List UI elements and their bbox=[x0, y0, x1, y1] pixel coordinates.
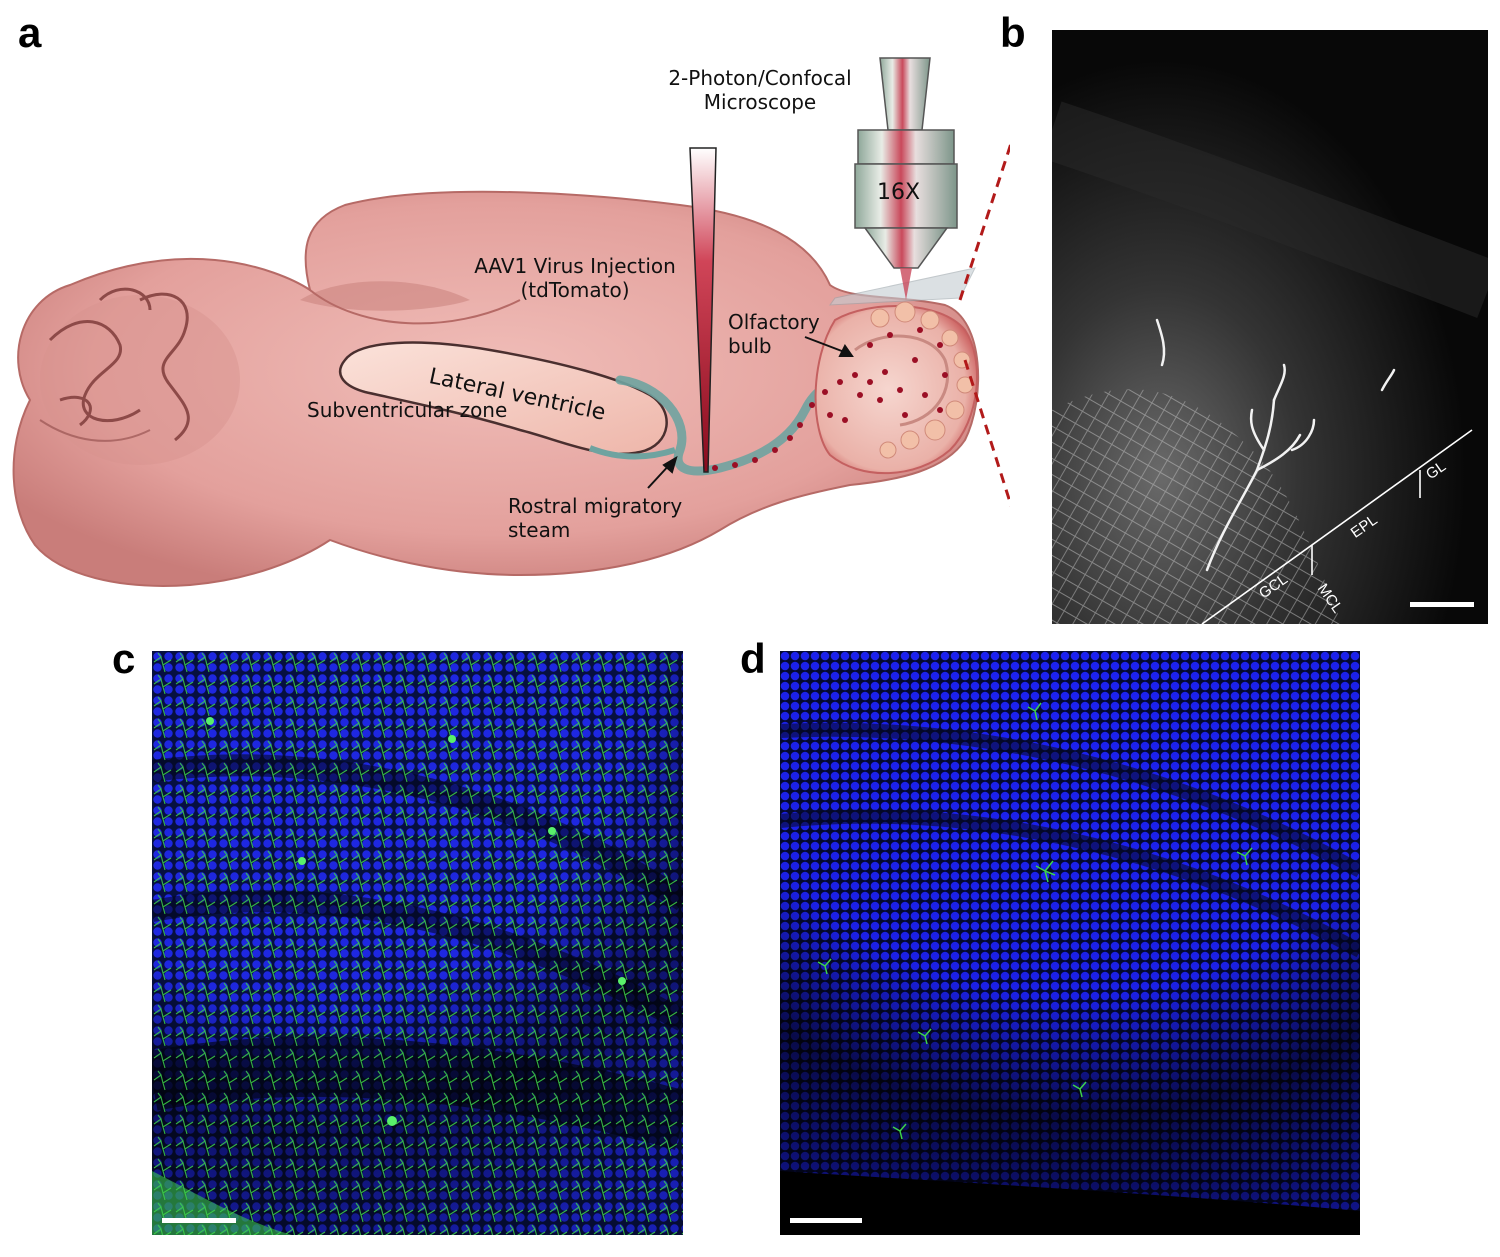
panel-b-micrograph: GCL MCL EPL GL bbox=[1052, 30, 1488, 624]
rms-label: Rostral migratory steam bbox=[508, 494, 682, 542]
injection-label-line2: (tdTomato) bbox=[520, 278, 630, 302]
injection-label-line1: AAV1 Virus Injection bbox=[474, 254, 676, 278]
rms-label-line2: steam bbox=[508, 518, 571, 542]
subventricular-zone-label: Subventricular zone bbox=[307, 398, 508, 422]
panel-b-letter: b bbox=[1000, 9, 1026, 56]
panel-d-micrograph bbox=[780, 651, 1360, 1235]
microscope-label-line1: 2-Photon/Confocal bbox=[668, 66, 852, 90]
olfactory-bulb-label-line2: bulb bbox=[728, 334, 772, 358]
lateral-ventricle-shape bbox=[339, 341, 668, 456]
scale-bar-c bbox=[162, 1218, 236, 1223]
panel-d-letter: d bbox=[740, 635, 766, 682]
rms-label-line1: Rostral migratory bbox=[508, 494, 683, 518]
objective-magnification-label: 16X bbox=[877, 180, 921, 205]
microscope-label-line2: Microscope bbox=[703, 90, 817, 114]
panel-b-image bbox=[1052, 30, 1488, 624]
microscope-objective-icon bbox=[854, 57, 958, 300]
rostral-migratory-stream bbox=[615, 375, 855, 476]
olfactory-bulb-label-line1: Olfactory bbox=[728, 310, 820, 334]
injection-needle bbox=[689, 147, 717, 473]
injection-label: AAV1 Virus Injection (tdTomato) bbox=[440, 254, 710, 302]
scale-bar-d bbox=[790, 1218, 862, 1223]
panel-c-micrograph bbox=[152, 651, 683, 1235]
panel-c-letter: c bbox=[112, 635, 136, 682]
scale-bar-b bbox=[1410, 602, 1474, 607]
microscope-label: 2-Photon/Confocal Microscope bbox=[645, 66, 875, 114]
neuron-dendrite bbox=[1155, 318, 1396, 572]
brain-sagittal-diagram bbox=[12, 57, 1010, 587]
panel-a-letter: a bbox=[18, 9, 42, 56]
olfactory-bulb-label: Olfactory bulb bbox=[728, 310, 820, 358]
panel-c-image bbox=[152, 651, 683, 1235]
panel-d-image bbox=[780, 651, 1360, 1235]
